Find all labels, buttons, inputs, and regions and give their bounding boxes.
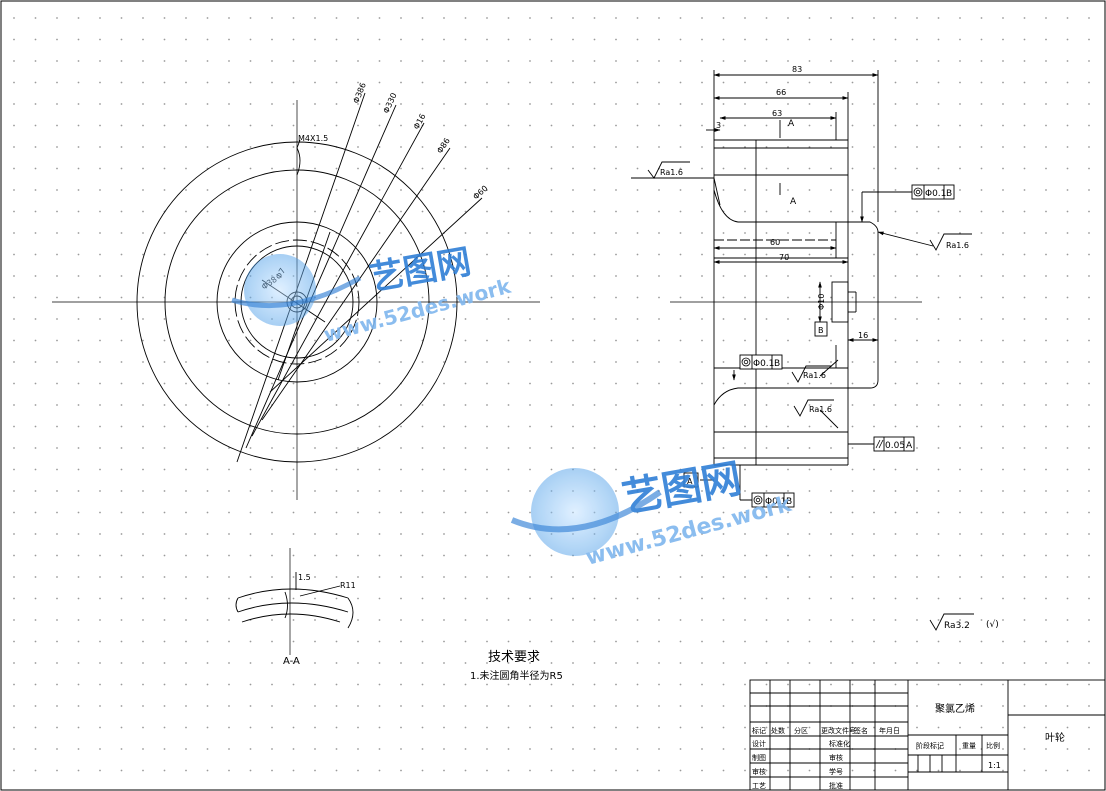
roughness-2-text: Ra1.6 bbox=[946, 241, 969, 250]
header-count: 处数 bbox=[771, 726, 785, 735]
section-view bbox=[631, 70, 934, 501]
roughness-1-text: Ra1.6 bbox=[660, 168, 683, 177]
detail-view-labels: 1.5 R11 A-A bbox=[283, 573, 356, 667]
row-drawing: 制图 bbox=[752, 753, 766, 762]
parallelism-icon bbox=[875, 439, 884, 449]
header-zone: 分区 bbox=[794, 726, 808, 735]
header-mark: 标记 bbox=[752, 726, 766, 735]
title-block-text: 标记 处数 分区 更改文件号 签名 年月日 设计 制图 审核 工艺 标准化 审核… bbox=[752, 702, 1065, 790]
dim-70: 70 bbox=[779, 253, 789, 262]
concentricity-icon bbox=[753, 495, 763, 505]
tolerance-frame-2: Φ0.1 B bbox=[739, 354, 783, 370]
detail-view bbox=[235, 548, 354, 655]
dim-3: 3 bbox=[716, 121, 721, 130]
dim-60: 60 bbox=[770, 238, 780, 247]
header-change-doc: 更改文件号 bbox=[821, 726, 856, 735]
dim-bore: Φ10 bbox=[817, 294, 826, 310]
tolerance-1-datum: B bbox=[946, 189, 952, 199]
surface-finish-suffix: (√) bbox=[986, 619, 999, 630]
notes-item-1: 1.未注圆角半径为R5 bbox=[470, 669, 563, 682]
roughness-3: Ra1.6 bbox=[791, 365, 832, 383]
datum-a-label-top: A bbox=[788, 119, 795, 129]
scale-value: 1:1 bbox=[988, 761, 1001, 770]
datum-b: B bbox=[814, 321, 828, 337]
globe-logo-icon bbox=[244, 254, 316, 326]
datum-a-text: A bbox=[687, 477, 693, 486]
tolerance-frame-4: 0.05 A bbox=[873, 436, 915, 452]
tolerance-frame-3: Φ0.1 B bbox=[751, 492, 795, 508]
section-view-annotations: 83 66 63 3 60 70 16 Φ10 A A bbox=[716, 65, 868, 340]
tolerance-frame-1: Φ0.1 B bbox=[911, 184, 955, 200]
tolerance-1-value: Φ0.1 bbox=[925, 189, 946, 199]
roughness-4: Ra1.6 bbox=[793, 399, 834, 417]
surface-finish-value: Ra3.2 bbox=[944, 621, 970, 631]
detail-label: A-A bbox=[283, 656, 300, 667]
roughness-4-text: Ra1.6 bbox=[809, 405, 832, 414]
detail-dim-2: R11 bbox=[340, 581, 356, 590]
surface-finish-note: Ra3.2 (√) bbox=[929, 613, 999, 631]
globe-logo-icon bbox=[531, 468, 619, 556]
row-process: 工艺 bbox=[752, 782, 766, 790]
concentricity-icon bbox=[913, 187, 923, 197]
roughness-3-text: Ra1.6 bbox=[803, 371, 826, 380]
concentricity-icon bbox=[741, 357, 751, 367]
dim-66: 66 bbox=[776, 88, 786, 97]
mid-review: 审核 bbox=[829, 753, 843, 762]
row-review: 审核 bbox=[752, 767, 766, 776]
roughness-1: Ra1.6 bbox=[647, 161, 690, 179]
stage-weight: 重量 bbox=[962, 742, 976, 750]
title-block bbox=[749, 679, 1106, 791]
row-design: 设计 bbox=[752, 739, 766, 748]
tolerance-3-datum: B bbox=[786, 497, 792, 507]
tolerance-3-value: Φ0.1 bbox=[765, 497, 786, 507]
detail-dim-1: 1.5 bbox=[298, 573, 311, 582]
roughness-2: Ra1.6 bbox=[929, 233, 972, 251]
technical-notes: 技术要求 1.未注圆角半径为R5 bbox=[470, 650, 563, 682]
part-name: 叶轮 bbox=[1045, 731, 1065, 744]
header-date: 年月日 bbox=[879, 726, 900, 735]
mid-approve: 批准 bbox=[829, 781, 843, 790]
stage-mark: 阶段标记 bbox=[916, 741, 944, 750]
mid-standardization: 标准化 bbox=[829, 739, 850, 748]
dim-thread: M4X1.5 bbox=[298, 134, 328, 143]
header-sign: 签名 bbox=[854, 726, 868, 735]
material-name: 聚氯乙烯 bbox=[935, 702, 975, 715]
tolerance-2-datum: B bbox=[774, 359, 780, 369]
tolerance-2-value: Φ0.1 bbox=[753, 359, 774, 369]
stage-scale: 比例 bbox=[986, 741, 1000, 750]
dim-overall: 83 bbox=[792, 65, 802, 74]
datum-a-label-mid: A bbox=[790, 197, 797, 207]
notes-title: 技术要求 bbox=[488, 650, 540, 665]
tolerance-4-datum: A bbox=[906, 441, 913, 451]
dim-63: 63 bbox=[772, 109, 782, 118]
tolerance-4-value: 0.05 bbox=[885, 441, 905, 451]
datum-a: A bbox=[683, 472, 699, 488]
mid-student-id: 学号 bbox=[829, 767, 843, 776]
datum-b-text: B bbox=[818, 326, 824, 335]
dim-16: 16 bbox=[858, 331, 868, 340]
